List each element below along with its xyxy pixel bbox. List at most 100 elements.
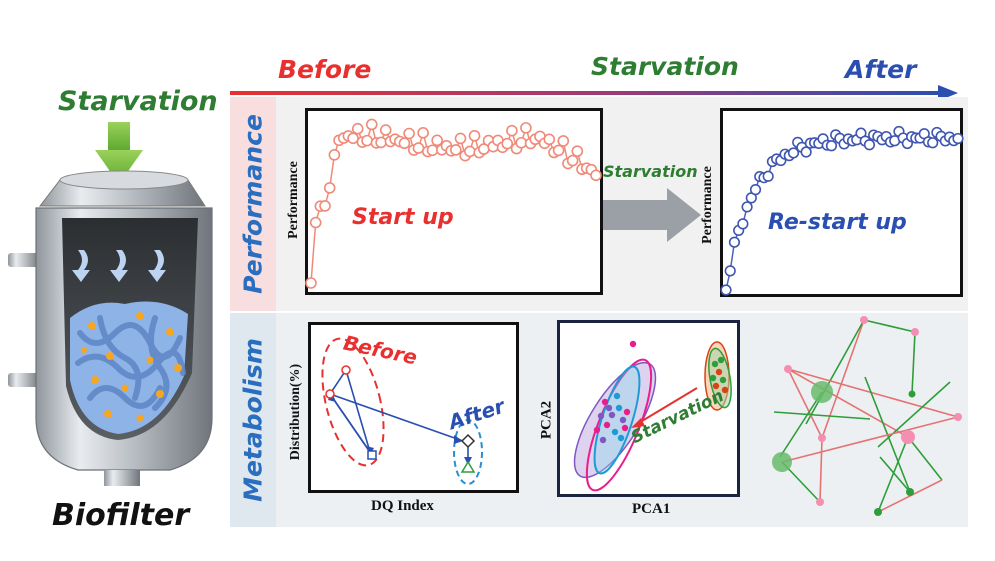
pca-point: [617, 434, 625, 442]
pca-point: [603, 421, 611, 429]
pca-point: [629, 340, 637, 348]
row-label-metabolism: Metabolism: [238, 338, 268, 502]
startup-point: [412, 142, 425, 154]
pca-x-axis-label: PCA1: [632, 501, 671, 517]
biofilter-label: Biofilter: [52, 498, 190, 533]
pca-point: [601, 398, 609, 406]
pca-point: [719, 376, 727, 384]
startup-point: [426, 144, 439, 157]
dq-x-axis-label: DQ Index: [371, 498, 434, 514]
pca-point: [715, 368, 723, 376]
pca-point: [599, 436, 607, 444]
startup-point: [571, 145, 584, 157]
after-cluster-ellipse: [453, 419, 483, 485]
startup-point: [375, 136, 387, 149]
dq-point: [341, 365, 351, 375]
gray-right-arrow-icon: [603, 188, 701, 242]
start-up-label: Start up: [352, 205, 454, 230]
perf-starvation-label: Starvation: [603, 162, 698, 181]
pca-points: [593, 340, 729, 444]
startup-point: [319, 200, 331, 212]
pca-point: [593, 426, 601, 434]
startup-point: [328, 149, 341, 161]
startup-point: [450, 144, 462, 156]
startup-point: [398, 137, 411, 150]
timeline-starvation: Starvation: [591, 52, 739, 81]
pca-point: [615, 404, 623, 412]
timeline-after: After: [845, 55, 917, 84]
restart-point: [800, 146, 812, 158]
startup-point: [361, 134, 373, 147]
startup-point: [557, 135, 570, 147]
startup-point: [323, 182, 336, 194]
pca-point: [717, 356, 725, 364]
startup-point: [431, 134, 443, 147]
startup-point: [464, 145, 476, 158]
startup-point: [309, 216, 322, 229]
pca-point: [619, 416, 627, 424]
pca-point: [597, 412, 605, 420]
starvation-label-left: Starvation: [58, 86, 218, 117]
pca-point: [621, 424, 629, 432]
restart-point: [741, 201, 753, 213]
startup-point: [351, 122, 364, 135]
pca-point: [623, 408, 631, 416]
row-label-performance: Performance: [238, 114, 268, 294]
restart-series: [720, 125, 964, 296]
timeline-before: Before: [278, 55, 372, 84]
restart-point: [724, 265, 736, 277]
pca-point: [605, 404, 613, 412]
restart-point: [825, 140, 838, 152]
pca-y-axis-label: PCA2: [538, 400, 555, 440]
airflow-icon: [72, 250, 166, 282]
pca-point: [711, 360, 719, 368]
startup-plot: [305, 108, 603, 295]
restart-plot: [720, 108, 964, 297]
pipe-icon: [8, 253, 40, 267]
dq-plot: [308, 322, 519, 493]
restart-point: [863, 139, 876, 151]
restart-point: [787, 147, 800, 159]
startup-point: [379, 124, 392, 136]
pca-point: [709, 374, 717, 382]
restart-point: [749, 184, 762, 196]
startup-point: [590, 169, 602, 182]
startup-point: [543, 133, 556, 146]
startup-point: [403, 127, 415, 140]
pca-plot: [557, 320, 740, 497]
before-cluster-ellipse: [321, 337, 385, 467]
startup-point: [347, 132, 359, 145]
interaction-network: [772, 316, 962, 516]
pca-point: [608, 411, 616, 419]
startup-point: [468, 129, 481, 142]
startup-series: [305, 118, 602, 289]
dq-point: [367, 450, 377, 460]
dq-y-axis-label: Distribution(%): [288, 363, 303, 461]
pca-point: [611, 428, 619, 436]
restart-point: [728, 236, 741, 248]
performance-row-label-bg: [230, 97, 276, 311]
dq-point: [460, 460, 476, 473]
startup-point: [566, 154, 579, 167]
dq-point: [325, 389, 335, 399]
restart-point: [737, 218, 749, 230]
green-down-arrow-icon: [95, 122, 143, 184]
biofilter-illustration: [8, 122, 213, 486]
pca-point: [712, 382, 720, 390]
restart-point: [720, 284, 732, 296]
metabolism-row-label-bg: [230, 313, 276, 527]
startup-point: [552, 144, 565, 157]
startup-point: [454, 132, 467, 145]
startup-point: [506, 124, 518, 137]
startup-point: [515, 136, 528, 149]
restart-point: [762, 170, 774, 182]
startup-point: [305, 277, 317, 289]
perf-y-axis-label-right: Performance: [700, 166, 715, 244]
dq-point: [460, 433, 476, 449]
startup-point: [417, 127, 429, 139]
restart-point: [927, 137, 939, 149]
pca-point: [721, 386, 729, 394]
startup-point: [501, 137, 514, 150]
startup-point: [365, 118, 378, 131]
pca-point: [613, 392, 621, 400]
